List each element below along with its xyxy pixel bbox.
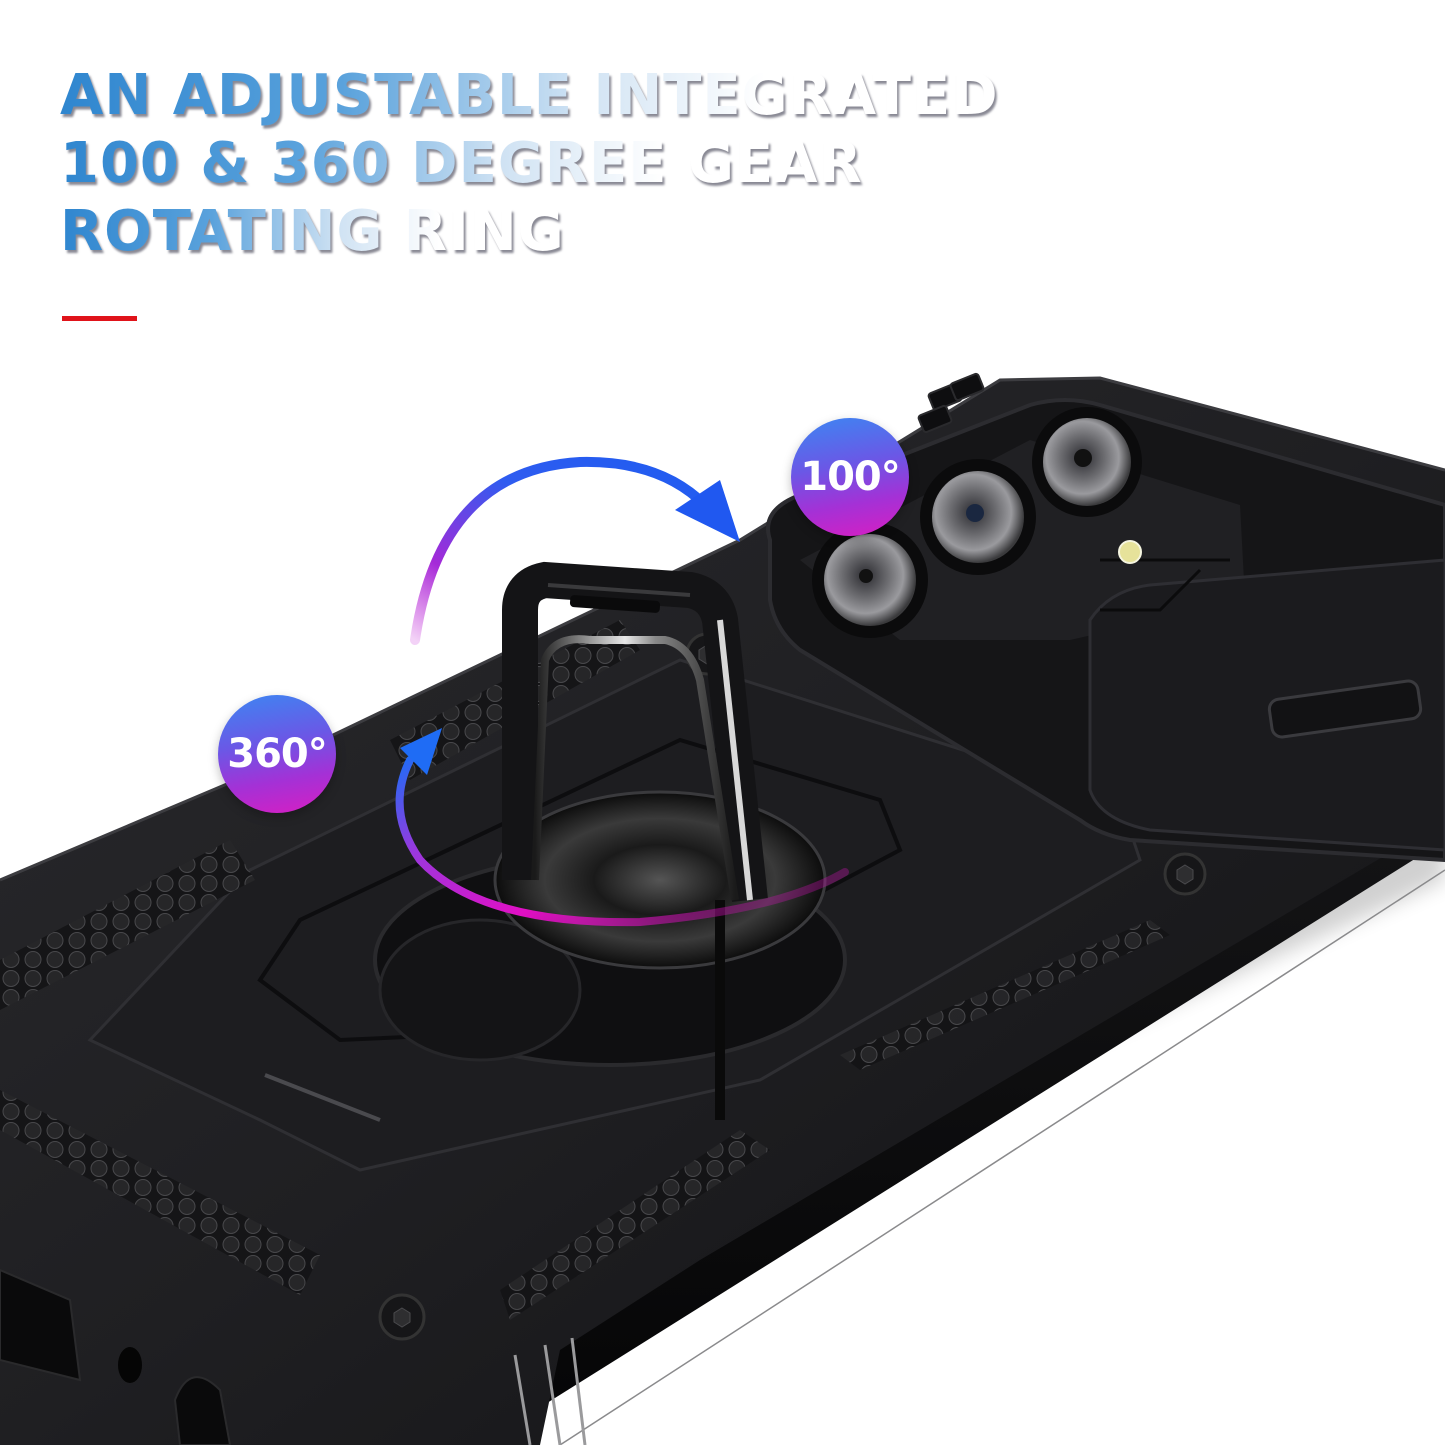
headline-line-1: AN ADJUSTABLE INTEGRATED xyxy=(60,63,999,128)
rotation-angle-label: 360° xyxy=(227,731,327,777)
rotation-angle-badge: 360° xyxy=(218,695,336,813)
tilt-angle-label: 100° xyxy=(800,454,900,500)
headline: AN ADJUSTABLE INTEGRATED 100 & 360 DEGRE… xyxy=(60,62,999,266)
screw-icon xyxy=(1163,852,1207,896)
flash-icon xyxy=(1118,540,1142,564)
headline-line-3: ROTATING RING xyxy=(60,199,565,264)
tilt-angle-badge: 100° xyxy=(791,418,909,536)
accent-divider xyxy=(62,316,137,321)
camera-module xyxy=(766,372,1445,863)
camera-lens-icon xyxy=(920,459,1036,575)
screw-icon xyxy=(378,1293,426,1341)
camera-lens-icon xyxy=(1032,407,1142,517)
camera-lens-icon xyxy=(812,522,928,638)
headline-line-2: 100 & 360 DEGREE GEAR xyxy=(60,131,863,196)
rotate-arrow-icon xyxy=(395,728,849,927)
tilt-arrow-icon xyxy=(410,456,740,645)
